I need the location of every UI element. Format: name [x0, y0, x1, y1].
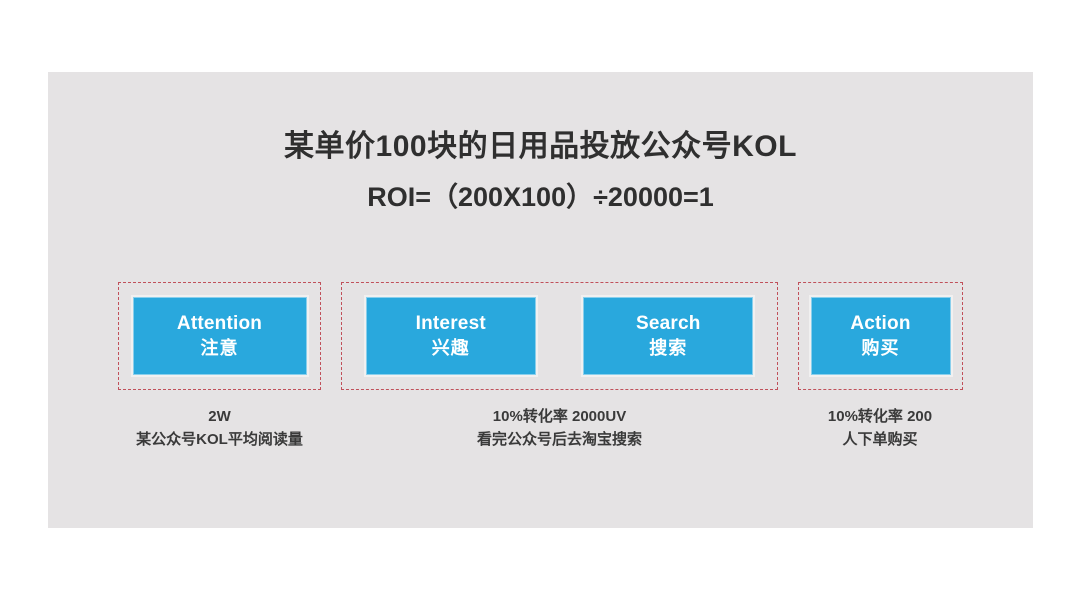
- stage-attention-label-en: Attention: [176, 312, 263, 334]
- caption-interest-search: 10%转化率 2000UV 看完公众号后去淘宝搜索: [341, 405, 778, 452]
- stage-action-label-en: Action: [850, 312, 911, 334]
- content-panel: 某单价100块的日用品投放公众号KOL ROI=（200X100）÷20000=…: [48, 72, 1033, 528]
- action-group: Action 购买: [798, 282, 963, 390]
- stage-attention[interactable]: Attention 注意: [130, 295, 309, 377]
- heading-block: 某单价100块的日用品投放公众号KOL ROI=（200X100）÷20000=…: [48, 128, 1033, 215]
- stage-interest[interactable]: Interest 兴趣: [363, 295, 538, 377]
- caption-attention: 2W 某公众号KOL平均阅读量: [118, 405, 321, 452]
- stage-search-label-en: Search: [635, 312, 701, 334]
- caption-interest-search-line2: 看完公众号后去淘宝搜索: [476, 431, 642, 449]
- stage-search[interactable]: Search 搜索: [581, 295, 756, 377]
- stage-interest-label-cn: 兴趣: [431, 337, 470, 358]
- caption-action: 10%转化率 200 人下单购买: [790, 405, 970, 452]
- caption-interest-search-line1: 10%转化率 2000UV: [492, 408, 627, 425]
- attention-group: Attention 注意: [118, 282, 321, 390]
- caption-attention-line2: 某公众号KOL平均阅读量: [136, 431, 303, 449]
- captions-row: 2W 某公众号KOL平均阅读量 10%转化率 2000UV 看完公众号后去淘宝搜…: [118, 405, 963, 465]
- page-title: 某单价100块的日用品投放公众号KOL: [284, 130, 797, 163]
- caption-attention-line1: 2W: [208, 408, 231, 425]
- stage-search-label-cn: 搜索: [649, 337, 688, 358]
- caption-action-line2: 人下单购买: [842, 431, 918, 449]
- stages-row: Attention 注意 Interest 兴趣 Search 搜索 Actio…: [118, 282, 963, 390]
- stage-action[interactable]: Action 购买: [808, 295, 953, 377]
- caption-action-line1: 10%转化率 200: [827, 408, 933, 425]
- roi-formula: ROI=（200X100）÷20000=1: [367, 181, 714, 212]
- stage-attention-label-cn: 注意: [200, 337, 239, 358]
- stage-action-label-cn: 购买: [861, 337, 900, 358]
- interest-search-group: Interest 兴趣 Search 搜索: [341, 282, 778, 390]
- stage-interest-label-en: Interest: [415, 312, 486, 334]
